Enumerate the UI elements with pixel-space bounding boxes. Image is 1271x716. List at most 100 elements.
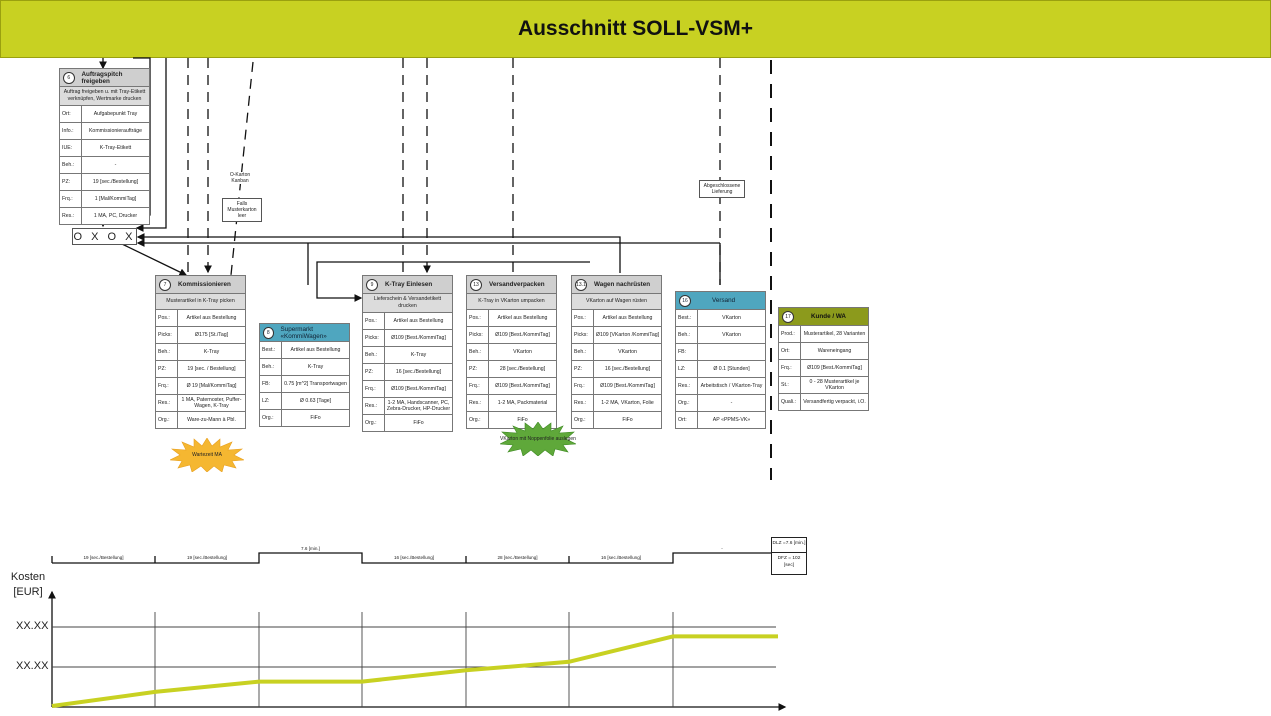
- row-value: Artikel aus Bestellung: [290, 347, 341, 353]
- row-key: Beh.:: [363, 347, 385, 363]
- row-value: 19 [sec. / Bestellung]: [187, 366, 236, 372]
- row-key: Org.:: [156, 412, 178, 428]
- process-title: K-Tray Einlesen: [385, 281, 433, 288]
- process-title: Supermarkt «KommiWagen»: [280, 325, 327, 340]
- cost-line: [51, 634, 778, 708]
- row-key: Picks:: [467, 327, 489, 343]
- row-key: PZ:: [156, 361, 178, 377]
- row-key: FB:: [676, 344, 698, 360]
- row-key: Picks:: [156, 327, 178, 343]
- row-value: Artikel aus Bestellung: [186, 315, 237, 321]
- row-value: Versandfertig verpackt, i.O.: [803, 399, 866, 405]
- row-value: 28 [sec./Bestellung]: [499, 366, 546, 372]
- row-key: Org.:: [572, 412, 594, 428]
- process-number-icon: 17: [782, 310, 794, 323]
- row-value: VKarton: [722, 315, 741, 321]
- row-value: Aufgabepunkt Tray: [93, 111, 138, 117]
- process-subtitle: Musterartikel in K-Tray picken: [156, 294, 245, 310]
- row-key: Beh.:: [572, 344, 594, 360]
- process-title: Kommissionieren: [178, 281, 231, 288]
- row-value: FiFo: [517, 417, 528, 423]
- process-subtitle: Auftrag freigeben u. mit Tray-Etikett ve…: [60, 87, 149, 106]
- row-value: VKarton: [618, 349, 637, 355]
- process-header: 13.1 Wagen nachrüsten: [572, 276, 661, 294]
- timeline-segment: -: [721, 546, 723, 551]
- row-value: Kommissionieraufträge: [88, 128, 143, 134]
- process-number-icon: 8: [263, 326, 274, 339]
- row-key: Quali.:: [779, 394, 801, 410]
- row-value: K-Tray: [410, 352, 427, 358]
- burst-label: Wartezeit MA: [192, 452, 222, 458]
- timeline-segment: 19 [sec./Bestellung]: [186, 555, 228, 560]
- row-value: Wareneingang: [817, 348, 852, 354]
- row-key: Res.:: [156, 395, 178, 411]
- timeline-segment: 7.6 [min.]: [301, 546, 320, 551]
- row-value: 1 MA, PC, Drucker: [93, 213, 138, 219]
- process-header: 9 K-Tray Einlesen: [363, 276, 452, 294]
- process-number-icon: 13.1: [575, 278, 587, 291]
- burst-vkarton-noppenfolie: VKarton mit Noppenfolie auslegen: [498, 421, 578, 457]
- row-key: Pos.:: [572, 310, 594, 326]
- timeline-segment: 28 [sec./Bestellung]: [497, 555, 538, 560]
- y-tick-label: XX.XX: [16, 660, 49, 672]
- row-value: Artikel aus Bestellung: [602, 315, 653, 321]
- row-key: LZ:: [676, 361, 698, 377]
- row-key: Ort:: [60, 106, 82, 122]
- process-box-kunde-wa[interactable]: 17 Kunde / WA Prod.:Musterartikel, 28 Var…: [778, 307, 869, 411]
- row-key: Prod.:: [779, 326, 801, 342]
- process-number-icon: 9: [366, 278, 378, 291]
- row-value: Ø109 [Best./KommiTag]: [391, 335, 446, 341]
- process-title: Kunde / WA: [811, 313, 846, 320]
- row-value: Musterartikel, 28 Varianten: [803, 331, 866, 337]
- row-value: 16 [sec./Bestellung]: [395, 369, 442, 375]
- process-subtitle: VKarton auf Wagen rüsten: [572, 294, 661, 310]
- row-value: K-Tray: [307, 364, 324, 370]
- process-number-icon: 6: [63, 71, 75, 84]
- row-value: Ware-zu-Mann à Pbl.: [187, 417, 236, 423]
- row-key: PZ:: [572, 361, 594, 377]
- row-key: Beh.:: [60, 157, 82, 173]
- row-key: Frq.:: [60, 191, 82, 207]
- row-value: AP «PPMS-VK»: [712, 417, 751, 423]
- row-key: Beh.:: [467, 344, 489, 360]
- note-okarton-kanban: O-Karton Kanban: [226, 172, 254, 184]
- row-key: Picks:: [572, 327, 594, 343]
- row-value: 1-2 MA, VKarton, Folie: [601, 400, 654, 406]
- process-title: Wagen nachrüsten: [594, 281, 651, 288]
- row-value: 19 [sec./Bestellung]: [92, 179, 139, 185]
- row-value: FiFo: [310, 415, 321, 421]
- row-value: K-Tray: [203, 349, 220, 355]
- header-banner: Ausschnitt SOLL-VSM+: [0, 0, 1271, 58]
- timeline-segment: 16 [sec./Bestellung]: [393, 555, 435, 560]
- row-key: Best.:: [676, 310, 698, 326]
- row-value: Artikel aus Bestellung: [393, 318, 444, 324]
- process-header: 17 Kunde / WA: [779, 308, 868, 326]
- row-key: Res.:: [363, 398, 385, 414]
- row-key: Org.:: [260, 410, 282, 426]
- row-key: Frq.:: [779, 360, 801, 376]
- row-value: 1-2 MA, Handscanner, PC, Zebra-Drucker, …: [386, 400, 451, 412]
- row-value: Ø109 [Best./KommiTag]: [807, 365, 862, 371]
- row-key: Beh.:: [156, 344, 178, 360]
- row-value: 1-2 MA, Packmaterial: [497, 400, 548, 406]
- row-value: 1 [Mal/KommiTag]: [94, 196, 137, 202]
- row-value: Arbeitstisch / VKarton-Tray: [700, 383, 763, 389]
- row-key: Org.:: [467, 412, 489, 428]
- process-box-wagen-nachruesten[interactable]: 13.1 Wagen nachrüsten VKarton auf Wagen r…: [571, 275, 662, 429]
- row-key: IUE:: [60, 140, 82, 156]
- row-value: Ø109 [VKarton /KommiTag]: [595, 332, 660, 338]
- row-value: Ø109 [Best./KommiTag]: [495, 332, 550, 338]
- process-number-icon: 16: [679, 294, 691, 307]
- row-key: Beh.:: [260, 359, 282, 375]
